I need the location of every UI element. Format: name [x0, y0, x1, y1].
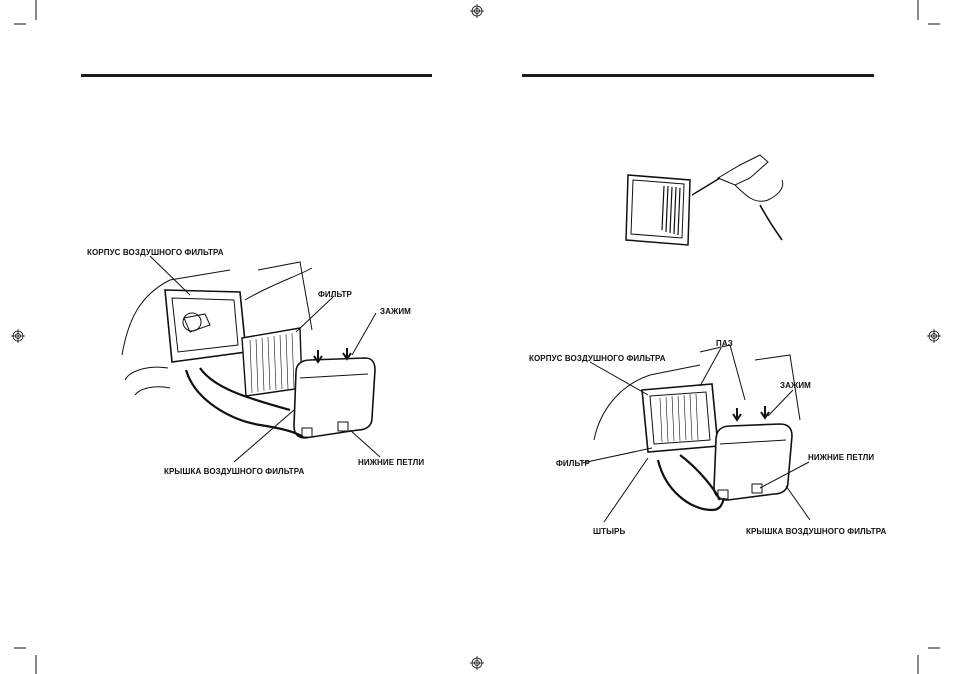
right-label-housing: КОРПУС ВОЗДУШНОГО ФИЛЬТРА [529, 354, 666, 363]
right-label-pin: ШТЫРЬ [593, 527, 625, 536]
right-label-clip: ЗАЖИМ [780, 381, 811, 390]
right-label-cover: КРЫШКА ВОЗДУШНОГО ФИЛЬТРА [746, 527, 886, 536]
right-label-filter: ФИЛЬТР [556, 459, 590, 468]
right-label-slot: ПАЗ [716, 339, 733, 348]
right-label-lower-hinges: НИЖНИЕ ПЕТЛИ [808, 453, 874, 462]
